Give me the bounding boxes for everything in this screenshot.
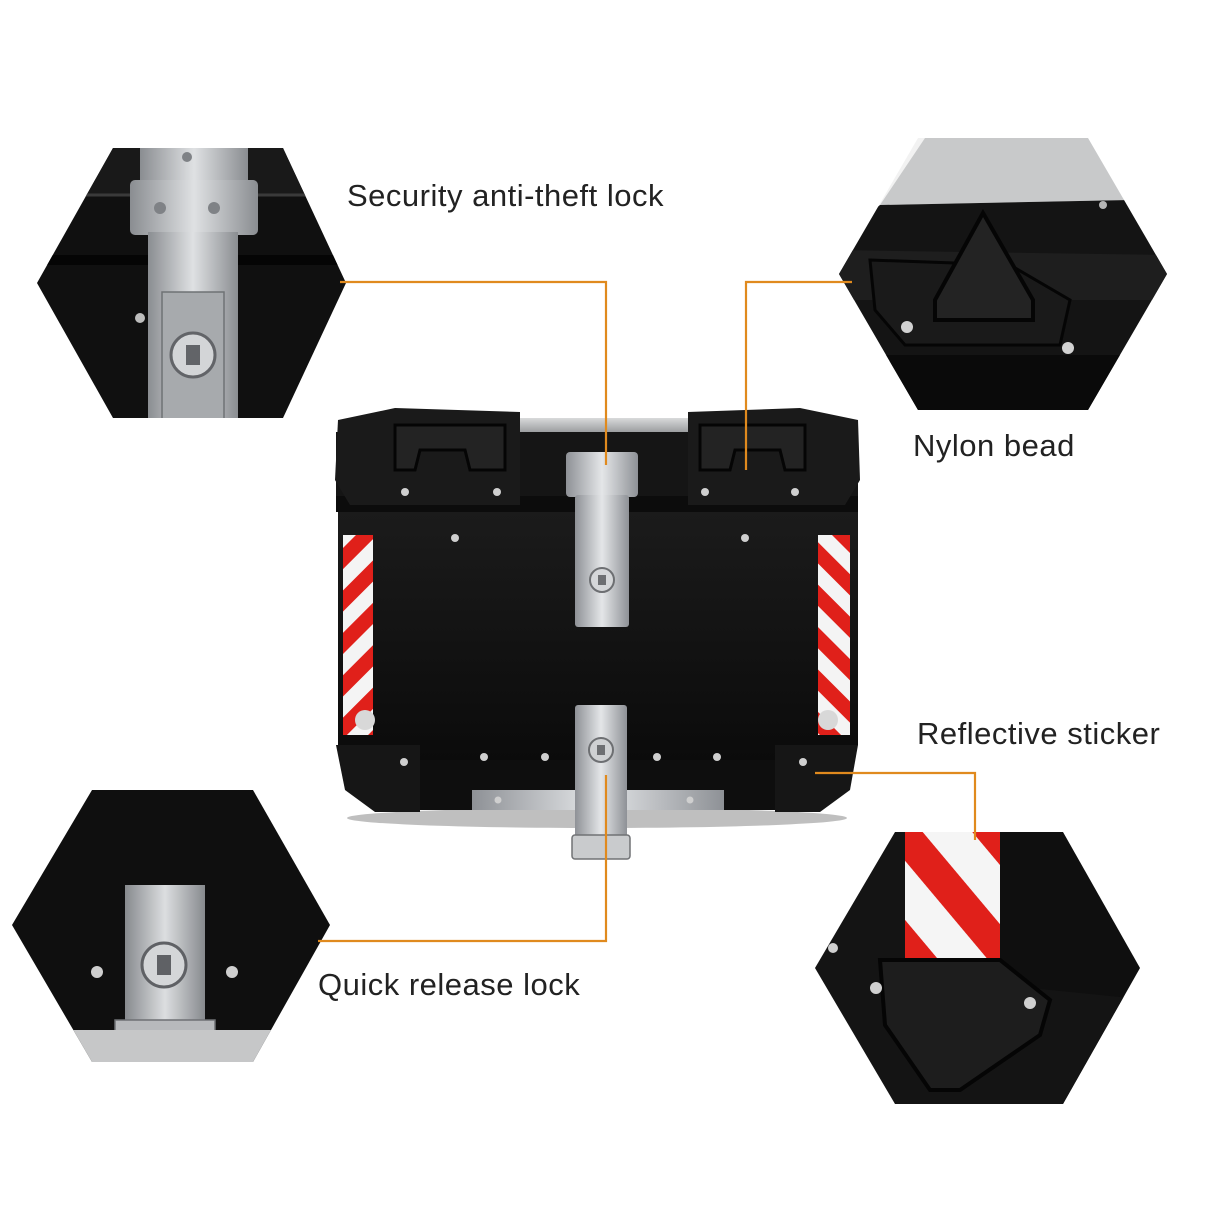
label-nylon-bead: Nylon bead: [913, 428, 1075, 463]
leader-line-reflective-sticker: [815, 771, 977, 840]
leader-line-quick-release: [318, 775, 608, 943]
label-security-lock: Security anti-theft lock: [347, 178, 664, 213]
leader-line-nylon-bead: [744, 280, 852, 470]
leader-line-security-lock: [340, 280, 608, 465]
label-reflective-sticker: Reflective sticker: [917, 716, 1161, 751]
label-quick-release-lock: Quick release lock: [318, 967, 581, 1002]
